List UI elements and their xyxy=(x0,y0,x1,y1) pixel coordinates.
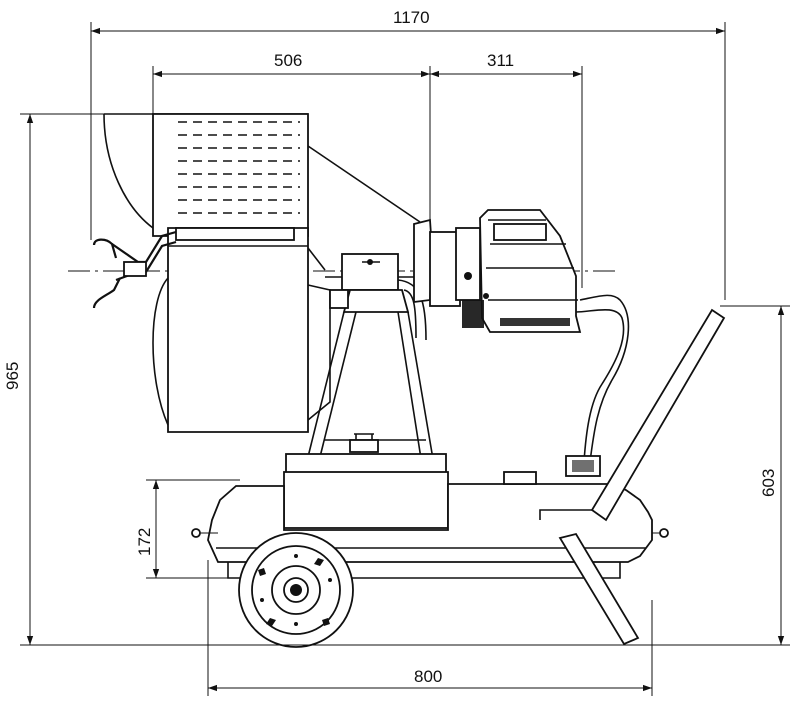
mixer-drum xyxy=(103,113,421,433)
drum-hidden-lines xyxy=(178,121,300,214)
push-handle xyxy=(539,308,726,646)
dimension-wheelbase: 800 xyxy=(207,560,653,696)
dim-label-965: 965 xyxy=(3,362,22,390)
dim-label-506: 506 xyxy=(274,51,302,70)
dim-label-800: 800 xyxy=(414,667,442,686)
dim-label-1170: 1170 xyxy=(393,8,430,27)
dimension-overall-length: 1170 xyxy=(90,8,726,300)
tilt-handle xyxy=(92,227,295,309)
dim-label-172: 172 xyxy=(135,528,154,556)
dimension-tank-height: 172 xyxy=(135,479,240,579)
motor-gearbox xyxy=(413,209,630,463)
dimension-motor-length: 311 xyxy=(430,51,583,288)
dim-label-603: 603 xyxy=(759,469,778,497)
dimension-handle-height: 603 xyxy=(640,305,790,646)
dim-label-311: 311 xyxy=(487,51,514,70)
pivot-stand xyxy=(305,253,435,466)
wheel xyxy=(238,532,354,648)
